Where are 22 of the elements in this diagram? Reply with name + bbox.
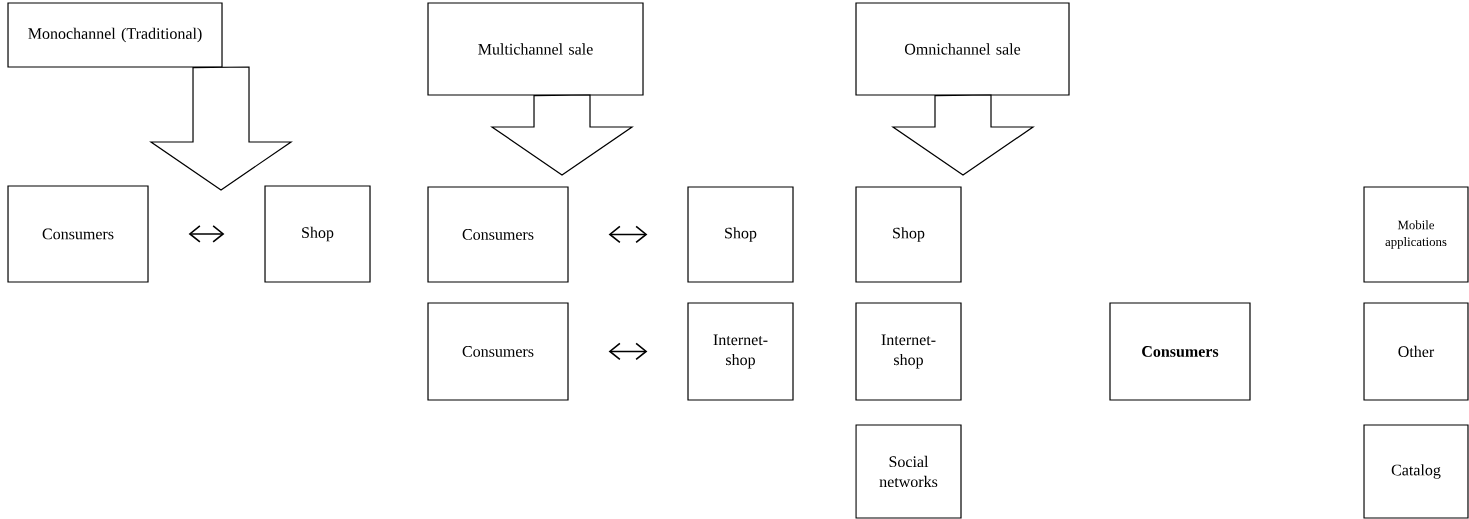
process-box: Social networks: [855, 424, 962, 519]
process-box: Internet-shop: [855, 302, 962, 401]
process-box: Consumers: [1109, 302, 1251, 401]
heading-box: Omnichannel sale: [855, 2, 1070, 96]
process-box: Consumers: [427, 302, 569, 401]
block-arrow: [149, 66, 293, 191]
block-arrow: [891, 94, 1035, 176]
double-arrow: [608, 225, 648, 244]
process-box: Mobile applications: [1363, 186, 1469, 283]
process-box: Catalog: [1363, 424, 1469, 519]
process-box: Shop: [687, 186, 794, 283]
process-box: Shop: [855, 186, 962, 283]
process-box: Other: [1363, 302, 1469, 401]
heading-box: Monochannel (Traditional): [7, 2, 223, 68]
process-box: Consumers: [427, 186, 569, 283]
double-arrow: [608, 342, 648, 361]
process-box: Consumers: [7, 185, 149, 283]
block-arrow: [490, 94, 634, 176]
process-box: Shop: [264, 185, 371, 283]
heading-box: Multichannel sale: [427, 2, 644, 96]
double-arrow: [188, 225, 225, 243]
process-box: Internet-shop: [687, 302, 794, 401]
